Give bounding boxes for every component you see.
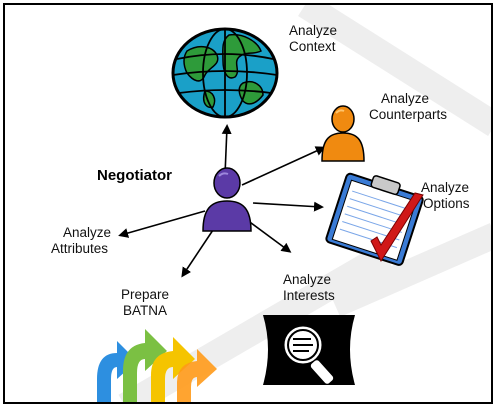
clipboard-check-icon [325,172,424,266]
arrow-to-counterparts [241,146,326,186]
node-interests-label: Analyze Interests [283,272,335,303]
arrow-to-options [252,201,324,212]
node-batna-label: Prepare BATNA [121,287,170,318]
arrow-to-attributes [118,210,206,238]
magnifier-icon [263,315,355,385]
node-context-label: Analyze Context [289,23,338,54]
arrow-to-context [221,124,232,176]
arrows-up-icon [97,329,217,402]
diagram-frame: Analyze Context Analyze Counterparts Neg… [3,3,493,404]
node-attributes-label: Analyze Attributes [51,225,112,256]
globe-icon [171,27,279,119]
arrow-to-batna [181,226,216,278]
person-orange-icon [321,105,365,162]
node-options-label: Analyze Options [421,180,470,211]
center-label: Negotiator [97,167,172,184]
node-counterparts-label: Analyze Counterparts [369,91,448,122]
person-purple-icon [202,167,252,232]
